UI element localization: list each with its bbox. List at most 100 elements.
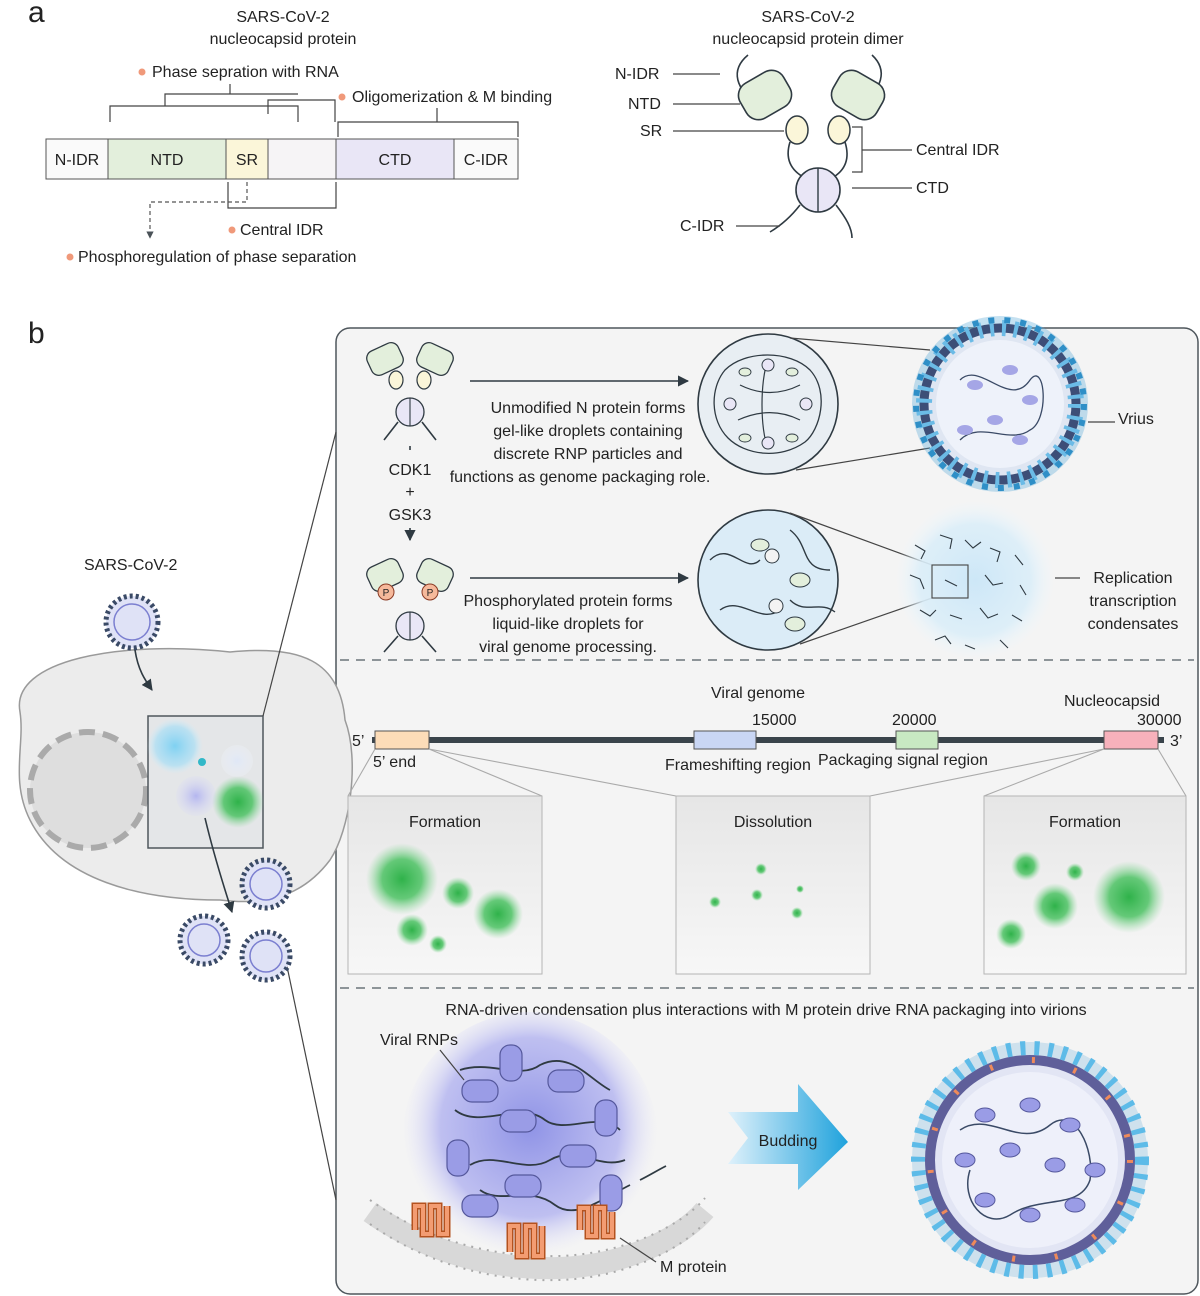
leader-m-protein [619, 1237, 657, 1263]
budding-arrow [728, 1084, 848, 1190]
annotation-phosphoregulation: Phosphoregulation of phase separation [78, 249, 356, 266]
domain-bar: N-IDR NTD SR CTD C-IDR [45, 138, 519, 180]
droplet-b4 [709, 896, 721, 908]
unmodified-text-2: gel-like droplets containing [493, 423, 682, 440]
genome-position-20000: 20000 [892, 712, 937, 729]
condensate-label-3: condensates [1088, 616, 1179, 633]
entry-arrow [134, 649, 153, 691]
droplet-b5 [791, 907, 803, 919]
protein-title-line2: nucleocapsid protein [210, 31, 357, 48]
panel-a-letter: a [28, 0, 45, 29]
bullet-phosphoregulation [66, 253, 74, 261]
genome-position-30000: 30000 [1137, 712, 1182, 729]
dimer-label-sr: SR [640, 123, 662, 140]
region-nucleocapsid [1103, 730, 1159, 750]
droplet-b2 [751, 889, 763, 901]
unmodified-text-4: functions as genome packaging role. [450, 469, 711, 486]
genome-title: Viral genome [711, 685, 805, 702]
droplet-a1 [366, 843, 438, 915]
region-box-connectors [347, 748, 1187, 797]
annotation-central-idr: Central IDR [240, 222, 324, 239]
droplet-green [212, 776, 264, 828]
droplet-c5 [996, 919, 1026, 949]
dimer-label-central-idr: Central IDR [916, 142, 1000, 159]
droplet-b1 [755, 863, 767, 875]
droplet-c3 [1093, 861, 1165, 933]
domain-linker [267, 138, 337, 180]
leader-central-idr [852, 126, 912, 173]
droplet-b3 [796, 885, 804, 893]
rnp-particles [446, 1044, 623, 1218]
cell-nucleus [27, 729, 149, 851]
gel-droplet [697, 333, 839, 475]
box-formation-right-title: Formation [1049, 814, 1121, 831]
droplet-a3 [473, 889, 523, 939]
label-packaging: Packaging signal region [818, 752, 988, 769]
virion-incoming [103, 593, 161, 651]
zoom-gel-bottom [795, 447, 931, 471]
unmodified-text-1: Unmodified N protein forms [491, 400, 686, 417]
condensate-fibers [909, 534, 1027, 650]
droplet-a2 [442, 877, 474, 909]
liquid-droplet [697, 509, 839, 651]
droplet-blue [147, 718, 203, 774]
unmodified-text-3: discrete RNP particles and [493, 446, 682, 463]
dimer-title-line2: nucleocapsid protein dimer [712, 31, 904, 48]
droplet-c1 [1011, 851, 1041, 881]
dimer-label-ntd: NTD [628, 96, 661, 113]
genome-position-15000: 15000 [752, 712, 797, 729]
bullet-oligomerization [338, 93, 346, 101]
budding-label: Budding [759, 1133, 818, 1150]
droplet-a4 [396, 914, 428, 946]
zoom-gel-top [789, 337, 931, 351]
condensate-label-1: Replication [1093, 570, 1172, 587]
domain-label-n-idr: N-IDR [55, 152, 99, 169]
droplet-c4 [1032, 883, 1078, 929]
label-five-end: 5’ end [373, 754, 416, 771]
condensate-cloud [895, 500, 1055, 660]
membrane [363, 1197, 714, 1282]
phosphoregulation-arrow [146, 182, 248, 239]
box-formation-left-title: Formation [409, 814, 481, 831]
oligomerization-bracket [337, 108, 519, 137]
virion-released-1 [239, 857, 293, 911]
droplet-a5 [429, 935, 447, 953]
annotation-oligomerization: Oligomerization & M binding [352, 89, 552, 106]
zoom-line-bottom [283, 951, 337, 1201]
domain-label-sr: SR [236, 152, 258, 169]
droplet-c2 [1066, 863, 1084, 881]
droplet-pale [221, 745, 253, 777]
phosphorylated-text-1: Phosphorylated protein forms [464, 593, 673, 610]
genome-line [372, 737, 1164, 743]
domain-label-ntd: NTD [151, 152, 184, 169]
bullet-phase-separation [138, 68, 146, 76]
bullet-central-idr [228, 226, 236, 234]
virion-bottom [911, 1041, 1149, 1279]
viral-rnps-label: Viral RNPs [380, 1032, 458, 1049]
panel-b-letter: b [28, 317, 45, 350]
virus-callout: Vrius [1118, 411, 1154, 428]
region-packaging [895, 730, 939, 750]
phosphorylated-dimer-icon [366, 558, 454, 653]
virus-label: SARS-CoV-2 [84, 557, 177, 574]
region-five-end [374, 730, 430, 750]
kinase-cdk1: CDK1 [389, 462, 432, 479]
exit-arrow [204, 817, 235, 914]
dimer-label-n-idr: N-IDR [615, 66, 659, 83]
condensate-label-2: transcription [1089, 593, 1176, 610]
nucleocapsid-dimer-illustration [736, 54, 886, 239]
annotation-phase-separation: Phase sepration with RNA [152, 64, 339, 81]
label-frameshifting: Frameshifting region [665, 757, 811, 774]
leader-viral-rnps [439, 1049, 465, 1081]
m-protein-label: M protein [660, 1259, 727, 1276]
domain-label-c-idr: C-IDR [464, 152, 508, 169]
domain-label-ctd: CTD [379, 152, 412, 169]
virion-released-2 [177, 913, 231, 967]
genome-five-prime: 5’ [352, 733, 364, 750]
phospho-mark-left: P [383, 588, 390, 599]
phosphorylated-text-2: liquid-like droplets for [492, 616, 644, 633]
droplet-purple [176, 776, 216, 816]
dimer-title-line1: SARS-CoV-2 [761, 9, 854, 26]
m-proteins-highlight [413, 1204, 614, 1258]
